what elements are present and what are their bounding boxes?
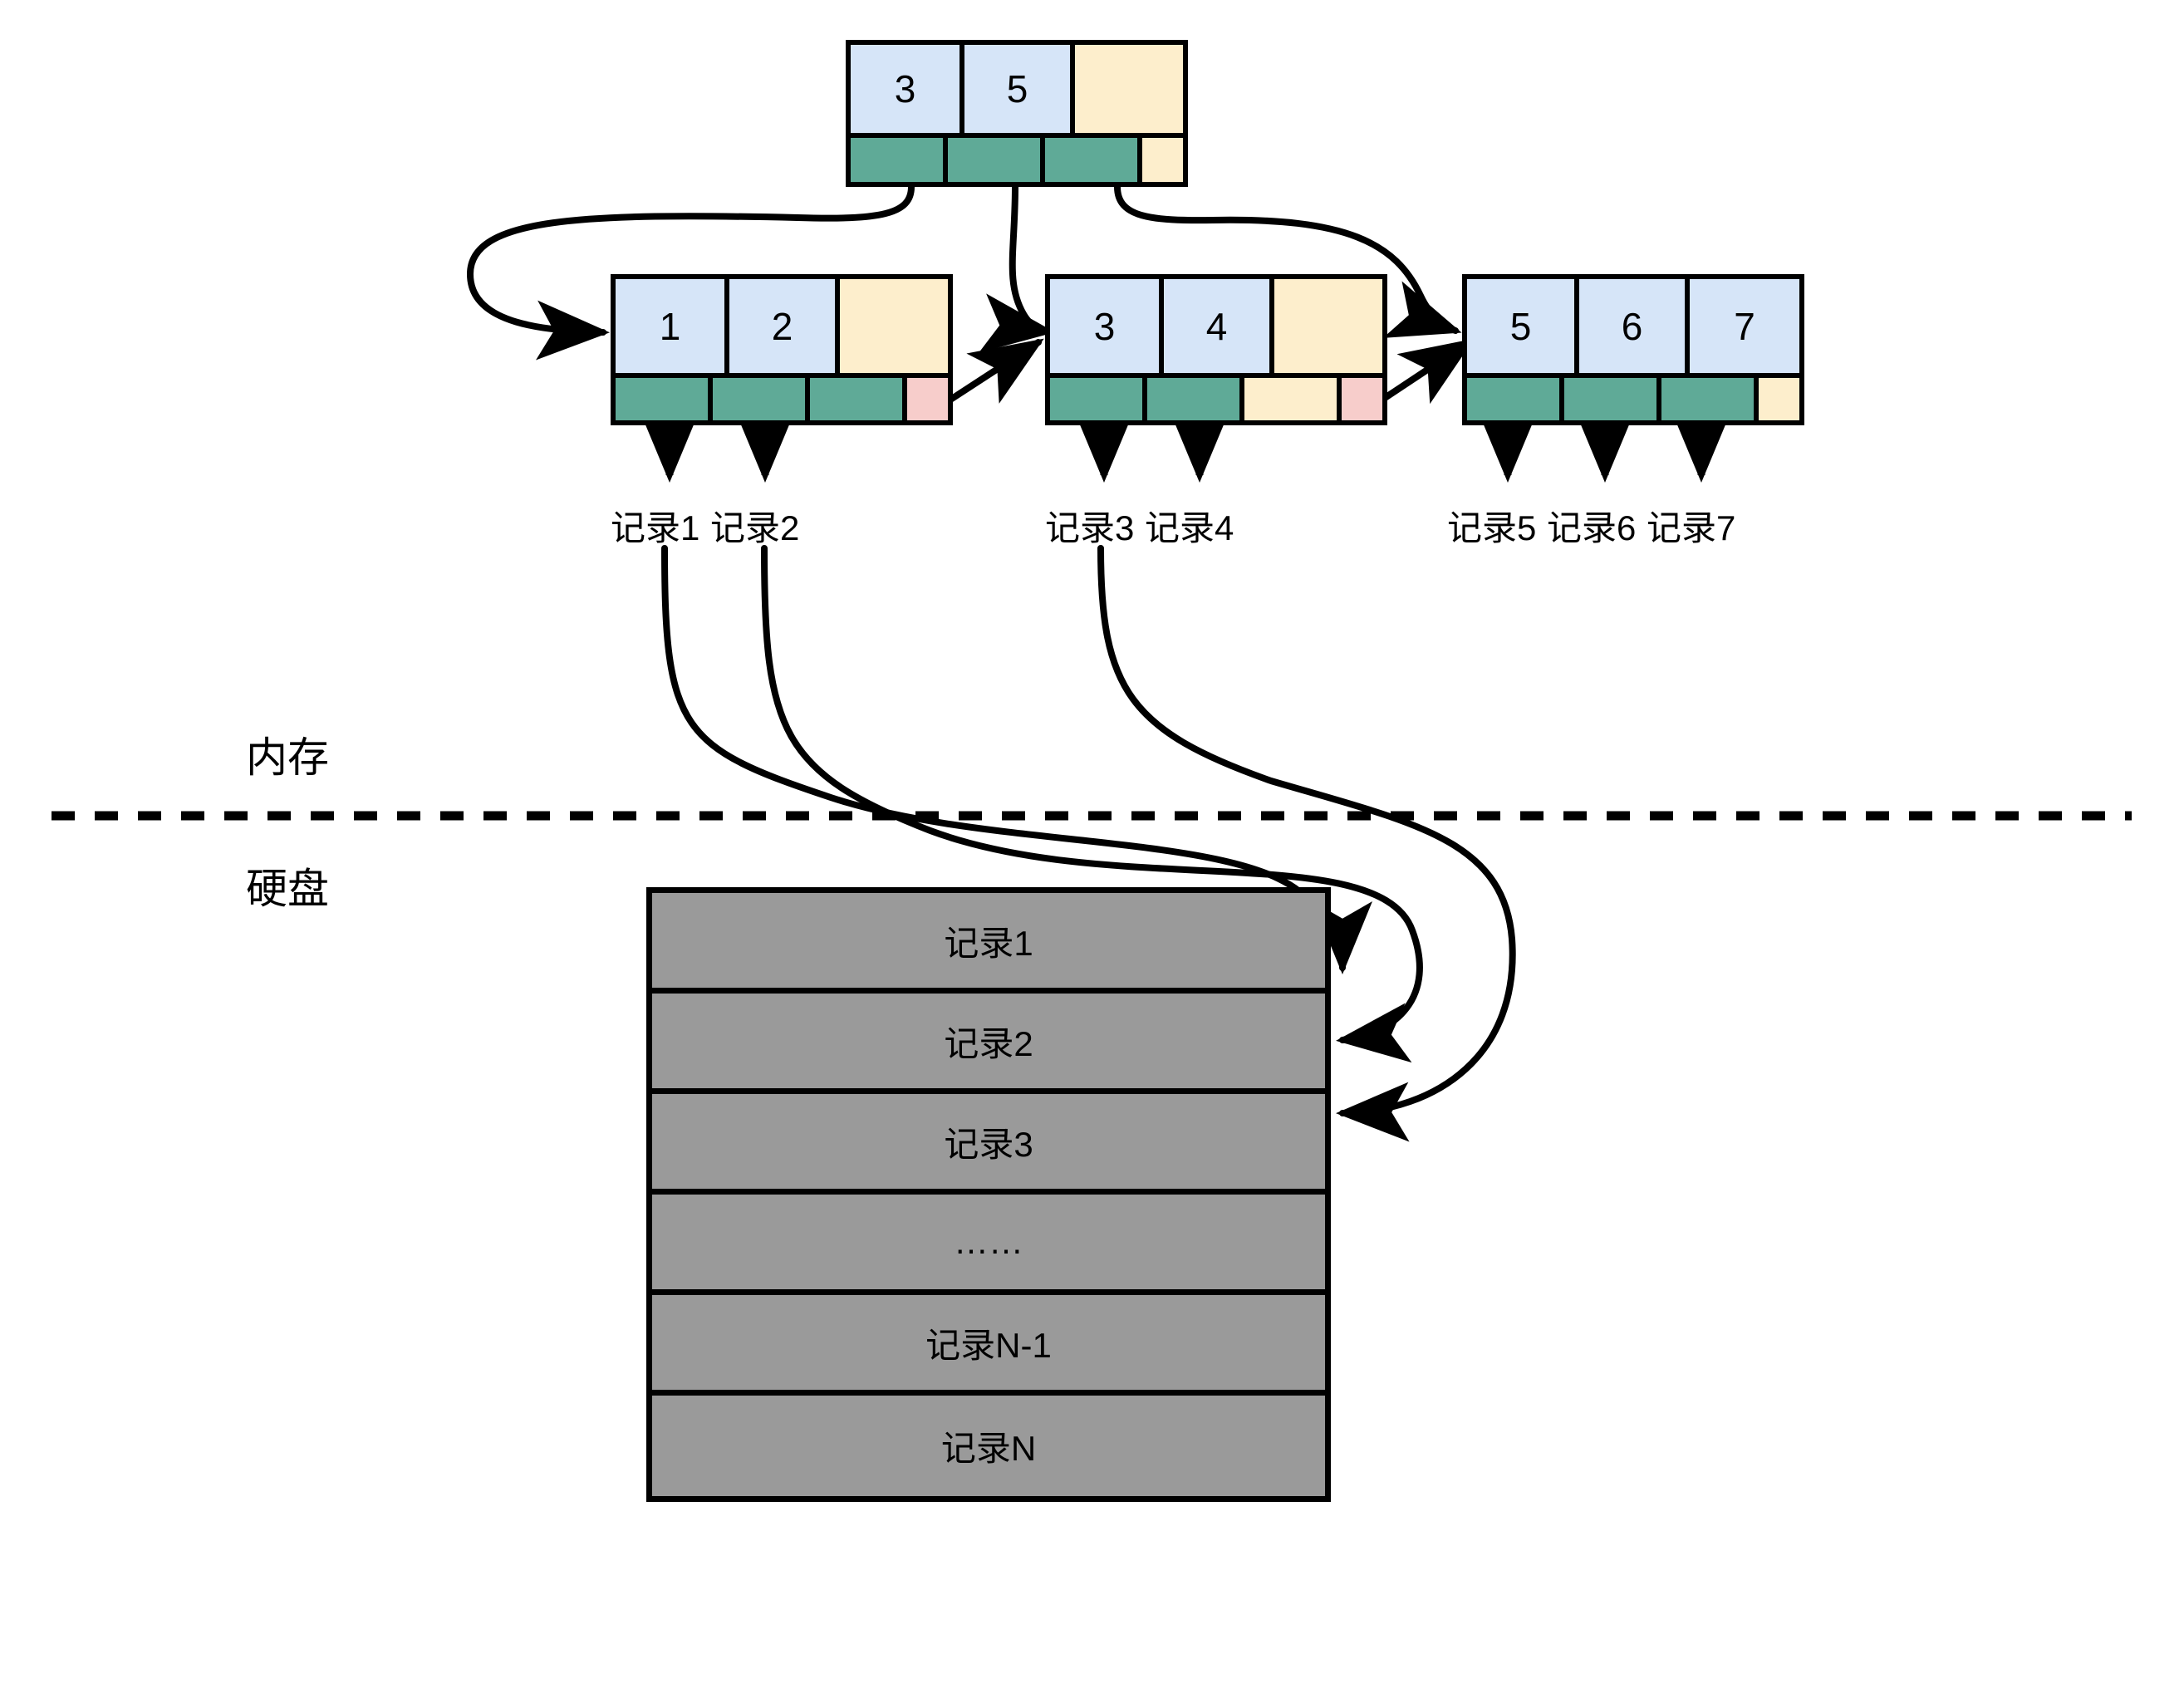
root-key-cell-2-free[interactable]: [1075, 45, 1183, 134]
disk-row-record1[interactable]: 记录1: [652, 893, 1325, 994]
leaf3-key-row: 5 6 7: [1467, 279, 1799, 374]
leaf1-key-cell-0[interactable]: 1: [616, 279, 729, 374]
tree-leaf-node-3[interactable]: 5 6 7: [1462, 274, 1804, 425]
root-pointer-cell-3-free[interactable]: [1142, 133, 1183, 182]
leaf3-pointer-cell-1[interactable]: [1564, 373, 1661, 420]
edge-root-to-leaf2: [979, 184, 1055, 353]
disk-section-label: 硬盘: [246, 866, 329, 912]
root-key-row: 3 5: [851, 45, 1183, 134]
leaf1-key-cell-2-free[interactable]: [840, 279, 948, 374]
edge-leaf1-to-leaf2: [940, 338, 1044, 408]
leaf2-pointer-row: [1050, 373, 1382, 420]
tree-root-node[interactable]: 3 5: [846, 40, 1188, 187]
leaf2-key-row: 3 4: [1050, 279, 1382, 374]
disk-record-table: 记录1 记录2 记录3 …… 记录N-1 记录N: [646, 887, 1331, 1502]
leaf1-pointer-cell-2[interactable]: [810, 373, 907, 420]
record-label-1: 记录1: [611, 508, 700, 547]
leaf2-sibling-pointer-cell[interactable]: [1342, 373, 1382, 420]
disk-row-record2[interactable]: 记录2: [652, 994, 1325, 1094]
leaf1-key-cell-1[interactable]: 2: [729, 279, 840, 374]
leaf3-pointer-cell-3-free[interactable]: [1759, 373, 1799, 420]
disk-row-record3[interactable]: 记录3: [652, 1094, 1325, 1195]
root-key-cell-1[interactable]: 5: [964, 45, 1075, 134]
leaf1-pointer-row: [616, 373, 948, 420]
tree-leaf-node-1[interactable]: 1 2: [611, 274, 953, 425]
leaf3-key-cell-2[interactable]: 7: [1690, 279, 1799, 374]
leaf3-pointer-cell-0[interactable]: [1467, 373, 1564, 420]
leaf1-sibling-pointer-cell[interactable]: [907, 373, 948, 420]
leaf2-pointer-cell-1[interactable]: [1147, 373, 1244, 420]
record-label-7: 记录7: [1647, 508, 1736, 547]
tree-leaf-node-2[interactable]: 3 4: [1045, 274, 1387, 425]
leaf3-key-cell-0[interactable]: 5: [1467, 279, 1579, 374]
leaf2-key-cell-2-free[interactable]: [1274, 279, 1382, 374]
leaf2-pointer-cell-0[interactable]: [1050, 373, 1147, 420]
root-pointer-row: [851, 133, 1183, 182]
leaf1-pointer-cell-1[interactable]: [713, 373, 810, 420]
record-label-2: 记录2: [710, 508, 800, 547]
leaf3-pointer-row: [1467, 373, 1799, 420]
leaf2-pointer-cell-2-free[interactable]: [1244, 373, 1342, 420]
memory-section-label: 内存: [246, 734, 329, 781]
disk-row-record-n-minus-1[interactable]: 记录N-1: [652, 1295, 1325, 1396]
leaf2-key-cell-0[interactable]: 3: [1050, 279, 1164, 374]
root-pointer-cell-0[interactable]: [851, 133, 948, 182]
record-label-4: 记录4: [1145, 508, 1234, 547]
root-pointer-cell-1[interactable]: [948, 133, 1045, 182]
leaf3-key-cell-1[interactable]: 6: [1579, 279, 1690, 374]
record-label-5: 记录5: [1447, 508, 1537, 547]
disk-row-ellipsis[interactable]: ……: [652, 1195, 1325, 1295]
record-label-6: 记录6: [1547, 508, 1637, 547]
root-key-cell-0[interactable]: 3: [851, 45, 964, 134]
leaf1-pointer-cell-0[interactable]: [616, 373, 713, 420]
leaf1-key-row: 1 2: [616, 279, 948, 374]
disk-row-record-n[interactable]: 记录N: [652, 1396, 1325, 1496]
root-pointer-cell-2[interactable]: [1045, 133, 1142, 182]
leaf2-key-cell-1[interactable]: 4: [1164, 279, 1274, 374]
leaf3-pointer-cell-2[interactable]: [1661, 373, 1759, 420]
record-label-3: 记录3: [1045, 508, 1135, 547]
edge-leaf2-to-leaf3: [1372, 338, 1475, 408]
